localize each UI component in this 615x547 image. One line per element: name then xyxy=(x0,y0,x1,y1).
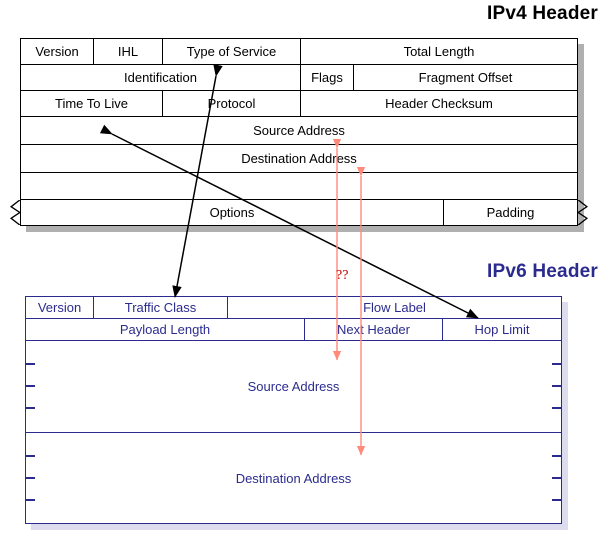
ipv4-field-total-length: Total Length xyxy=(403,44,475,59)
ipv6-header-title: IPv6 Header xyxy=(487,261,598,282)
unmapped-question-marks: ?? xyxy=(336,268,349,283)
ipv4-field-fragment-offset: Fragment Offset xyxy=(418,70,513,85)
ipv4-field-protocol: Protocol xyxy=(163,91,301,116)
ipv4-field-time-to-live: Time To Live xyxy=(21,91,163,116)
ipv6-field-destination-address: Destination Address xyxy=(235,470,352,486)
ipv4-field-header-checksum: Header Checksum xyxy=(385,96,493,111)
ipv6-field-source-address: Source Address xyxy=(247,379,340,394)
ipv4-row-2: Identification Flags Fragment Offset xyxy=(21,65,577,91)
ipv4-header-table: Version IHL Type of Service Total Length… xyxy=(9,38,589,226)
ipv4-row-1: Version IHL Type of Service Total Length xyxy=(21,39,577,65)
ipv6-field-hop-limit: Hop Limit xyxy=(474,322,530,337)
ipv6-row-1: Version Traffic Class Flow Label xyxy=(26,297,561,319)
ipv4-field-source-address: Source Address xyxy=(253,123,345,138)
ipv4-field-destination-address: Destination Address xyxy=(241,151,357,166)
ipv6-field-version: Version xyxy=(26,297,94,318)
ipv4-jagged-left-edge xyxy=(9,200,21,225)
ipv4-row-3: Time To Live Protocol Header Checksum xyxy=(21,91,577,117)
ipv6-field-flow-label: Flow Label xyxy=(363,300,426,315)
ipv4-row-4: Source Address xyxy=(21,117,577,145)
ipv4-field-type-of-service: Type of Service xyxy=(163,39,301,64)
ipv4-header-title: IPv4 Header xyxy=(487,3,598,24)
ipv6-header-table: Version Traffic Class Flow Label Payload… xyxy=(25,296,562,524)
ipv4-field-flags: Flags xyxy=(301,65,354,90)
ipv4-field-options: Options xyxy=(21,200,444,225)
ipv4-row-options: Options Padding xyxy=(9,199,589,225)
ipv6-field-payload-length: Payload Length xyxy=(26,319,305,340)
ipv4-field-padding: Padding xyxy=(486,205,535,220)
ipv4-row-6-spacer xyxy=(21,173,577,199)
ipv6-row-destination-address: Destination Address xyxy=(26,433,561,523)
ipv4-field-identification: Identification xyxy=(21,65,301,90)
ipv4-field-ihl: IHL xyxy=(94,39,163,64)
ipv6-row-source-address: Source Address xyxy=(26,341,561,433)
ipv4-field-version: Version xyxy=(21,39,94,64)
ipv6-field-next-header: Next Header xyxy=(305,319,443,340)
ipv4-row-5: Destination Address xyxy=(21,145,577,173)
ipv6-field-traffic-class: Traffic Class xyxy=(94,297,228,318)
ipv6-row-2: Payload Length Next Header Hop Limit xyxy=(26,319,561,341)
